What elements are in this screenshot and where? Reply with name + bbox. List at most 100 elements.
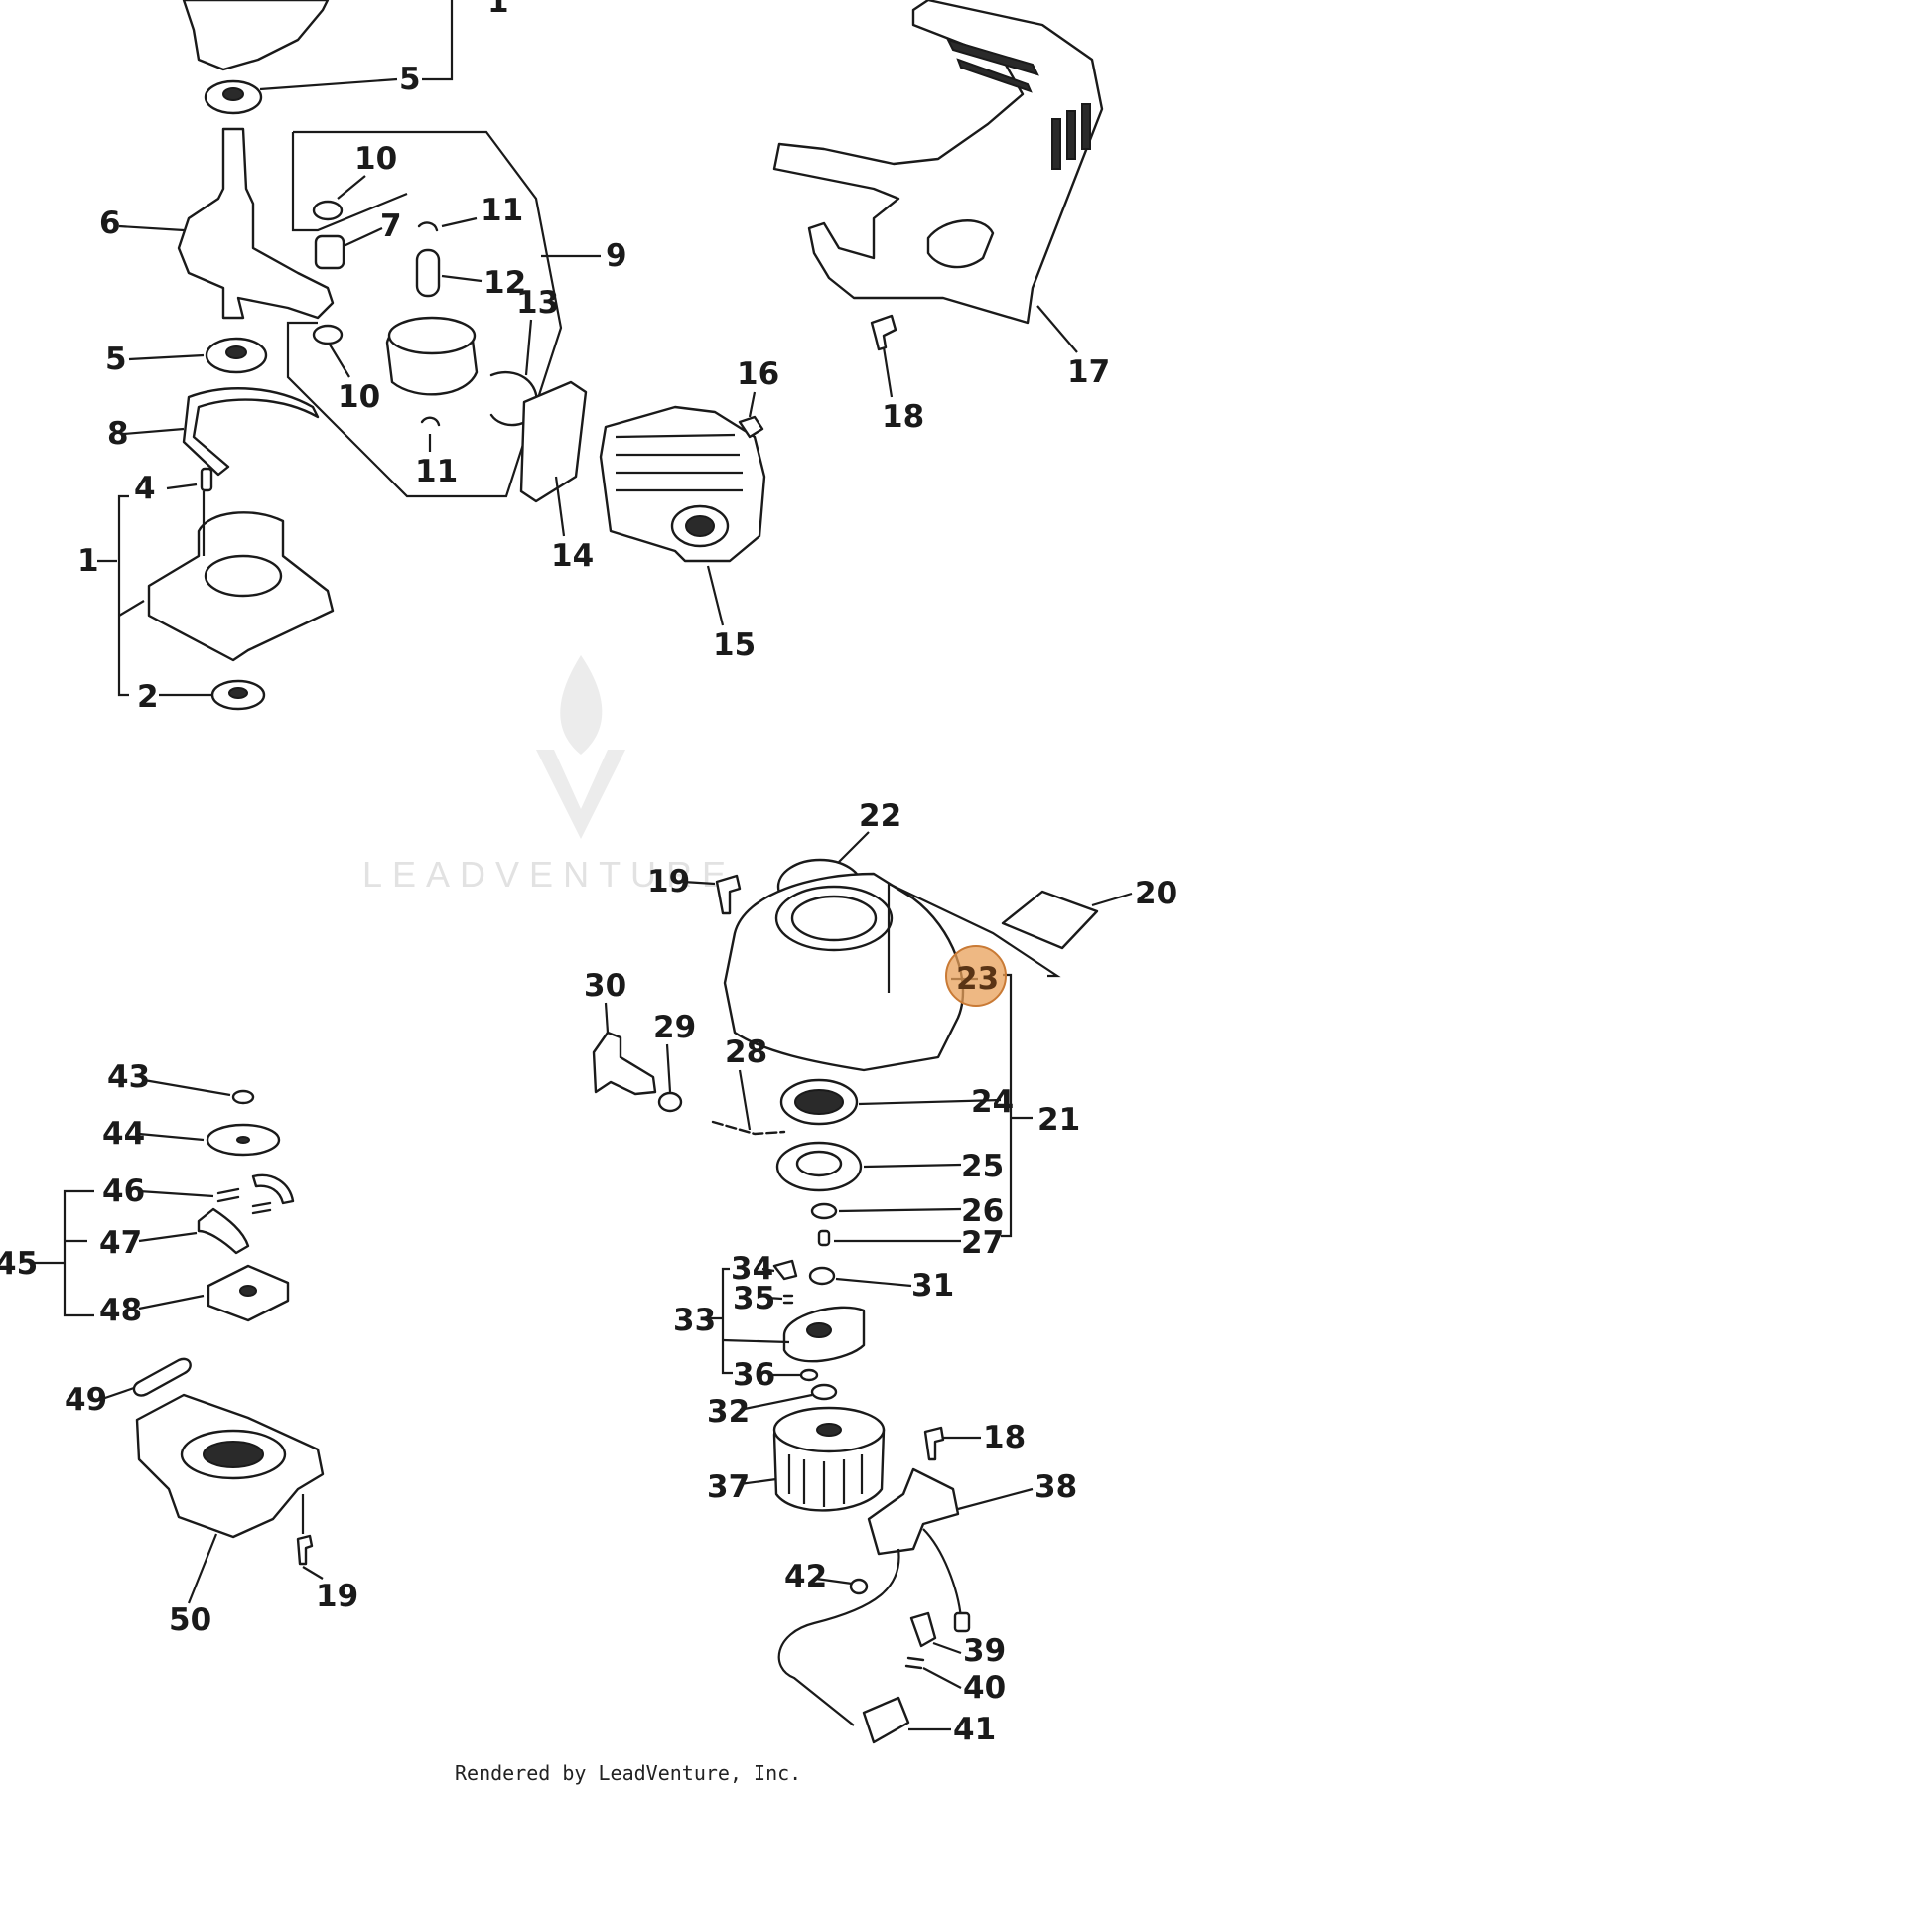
callout-43: 43 bbox=[107, 1059, 150, 1095]
callout-27: 27 bbox=[961, 1225, 1004, 1261]
callout-22: 22 bbox=[859, 798, 901, 834]
callout-50: 50 bbox=[169, 1602, 211, 1638]
pulley-screw bbox=[817, 1229, 831, 1247]
coil-nut bbox=[849, 1578, 869, 1595]
starter-handle bbox=[592, 1031, 657, 1096]
callout-4: 4 bbox=[134, 471, 156, 506]
engine-cover bbox=[772, 0, 1104, 325]
engine-cover-group: 17 18 bbox=[772, 0, 1110, 435]
callout-28: 28 bbox=[725, 1035, 767, 1070]
dowel-pin bbox=[200, 467, 213, 492]
callout-10-lower: 10 bbox=[338, 379, 380, 415]
callout-31: 31 bbox=[911, 1268, 954, 1304]
spark-plug-boot bbox=[862, 1696, 910, 1744]
thrust-washer-upper bbox=[312, 200, 344, 221]
callout-6: 6 bbox=[99, 206, 121, 241]
callout-35: 35 bbox=[733, 1281, 775, 1316]
watermark-text: LEADVENTURE bbox=[362, 854, 736, 895]
ignition-screw bbox=[923, 1426, 945, 1461]
callout-39: 39 bbox=[963, 1633, 1006, 1669]
callout-33: 33 bbox=[673, 1303, 716, 1338]
callout-42: 42 bbox=[784, 1559, 827, 1594]
stop-wire-terminal bbox=[953, 1611, 971, 1633]
callout-18: 18 bbox=[882, 399, 924, 435]
high-tension-lead bbox=[777, 1548, 900, 1726]
spark-plug bbox=[909, 1611, 937, 1648]
callout-48: 48 bbox=[99, 1293, 142, 1328]
callout-20: 20 bbox=[1135, 876, 1177, 911]
callout-34: 34 bbox=[731, 1251, 773, 1287]
callout-24: 24 bbox=[971, 1084, 1014, 1120]
callout-47: 47 bbox=[99, 1225, 142, 1261]
clutch-shoe bbox=[197, 1207, 250, 1255]
warning-label bbox=[1001, 890, 1099, 950]
needle-bearing bbox=[314, 234, 345, 270]
callout-46: 46 bbox=[102, 1173, 145, 1209]
callout-49: 49 bbox=[65, 1382, 107, 1418]
crankcase-upper-part bbox=[182, 0, 330, 71]
render-credit: Rendered by LeadVenture, Inc. bbox=[455, 1761, 801, 1785]
callout-17: 17 bbox=[1067, 354, 1110, 390]
starter-screw bbox=[715, 874, 742, 915]
callout-9: 9 bbox=[606, 238, 627, 274]
flywheel-washer bbox=[810, 1383, 838, 1401]
flywheel-nut bbox=[808, 1266, 836, 1286]
crankshaft bbox=[177, 127, 335, 320]
callout-19-housing: 19 bbox=[316, 1579, 358, 1614]
piston-pin bbox=[415, 248, 441, 298]
callout-38: 38 bbox=[1035, 1469, 1077, 1505]
callout-41: 41 bbox=[953, 1712, 996, 1747]
callout-30: 30 bbox=[584, 968, 626, 1004]
callout-21: 21 bbox=[1037, 1102, 1080, 1138]
snap-ring bbox=[182, 387, 320, 477]
highlight-marker[interactable] bbox=[945, 945, 1007, 1007]
pulley-washer bbox=[810, 1202, 838, 1220]
callout-26: 26 bbox=[961, 1193, 1004, 1229]
clutch-shoe-upper bbox=[251, 1173, 295, 1205]
callout-44: 44 bbox=[102, 1116, 145, 1152]
callout-25: 25 bbox=[961, 1149, 1004, 1184]
housing-screw bbox=[296, 1534, 314, 1566]
cover-screw bbox=[870, 314, 897, 351]
callout-10: 10 bbox=[354, 141, 397, 177]
crankshaft-piston-group: 1 5 10 6 7 11 9 12 13 5 10 8 11 16 4 1 1… bbox=[77, 0, 779, 715]
callout-11: 11 bbox=[481, 193, 523, 228]
cylinder-bolt bbox=[738, 415, 764, 439]
rope-guide bbox=[657, 1091, 683, 1113]
callout-45: 45 bbox=[0, 1246, 38, 1282]
callout-11-lower: 11 bbox=[415, 454, 458, 489]
piston-kit-boundary bbox=[286, 130, 563, 498]
callout-23[interactable]: 23 bbox=[956, 961, 999, 997]
leadventure-watermark: LEADVENTURE bbox=[362, 655, 736, 895]
piston-pin-retainer-upper bbox=[417, 221, 439, 232]
callout-2: 2 bbox=[137, 679, 159, 715]
clutch-housing-group: 43 44 46 45 47 48 49 50 19 bbox=[0, 1059, 358, 1638]
callout-32: 32 bbox=[707, 1394, 750, 1430]
piston-pin-retainer-lower bbox=[420, 416, 441, 427]
callout-15: 15 bbox=[713, 627, 756, 663]
thrust-washer-lower bbox=[312, 324, 344, 345]
callout-12: 12 bbox=[483, 265, 526, 301]
callout-5-lower: 5 bbox=[105, 342, 127, 377]
callout-13: 13 bbox=[516, 285, 559, 321]
cylinder-gasket bbox=[519, 380, 588, 503]
pawl bbox=[772, 1259, 798, 1281]
callout-19: 19 bbox=[647, 864, 690, 899]
callout-7: 7 bbox=[380, 208, 402, 244]
callout-37: 37 bbox=[707, 1469, 750, 1505]
callout-16: 16 bbox=[737, 356, 779, 392]
callout-1-crankcase: 1 bbox=[77, 543, 99, 579]
callout-18-lower: 18 bbox=[983, 1420, 1026, 1455]
callout-40: 40 bbox=[963, 1670, 1006, 1706]
callout-8: 8 bbox=[107, 416, 129, 452]
callout-36: 36 bbox=[733, 1357, 775, 1393]
housing-o-ring bbox=[132, 1357, 192, 1397]
callout-1: 1 bbox=[487, 0, 509, 20]
terminal-spring bbox=[904, 1656, 925, 1670]
ignition-coil bbox=[867, 1467, 960, 1556]
callout-14: 14 bbox=[551, 538, 594, 574]
callout-5: 5 bbox=[399, 62, 421, 97]
callout-29: 29 bbox=[653, 1010, 696, 1045]
starter-ignition-group: 22 19 20 23 30 29 28 24 21 25 26 27 34 3… bbox=[584, 798, 1177, 1747]
